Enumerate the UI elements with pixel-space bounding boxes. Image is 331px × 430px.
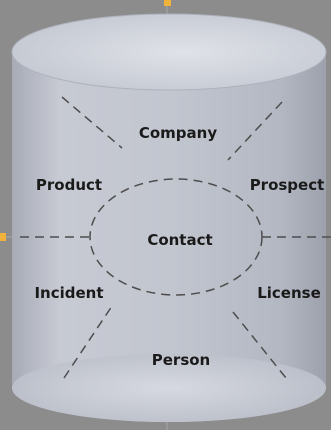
- connector-company-left: [61, 96, 123, 149]
- label-contact: Contact: [147, 231, 212, 249]
- label-prospect: Prospect: [250, 176, 325, 194]
- cylinder-top: [11, 13, 327, 91]
- connector-company-right: [227, 101, 283, 161]
- label-incident: Incident: [34, 284, 103, 302]
- top-marker: [164, 0, 171, 6]
- label-license: License: [257, 284, 321, 302]
- label-person: Person: [152, 351, 210, 369]
- contact-ellipse: [89, 178, 263, 296]
- label-product: Product: [36, 176, 102, 194]
- label-company: Company: [139, 124, 217, 142]
- left-marker: [0, 233, 6, 241]
- cylinder-base: [12, 354, 326, 422]
